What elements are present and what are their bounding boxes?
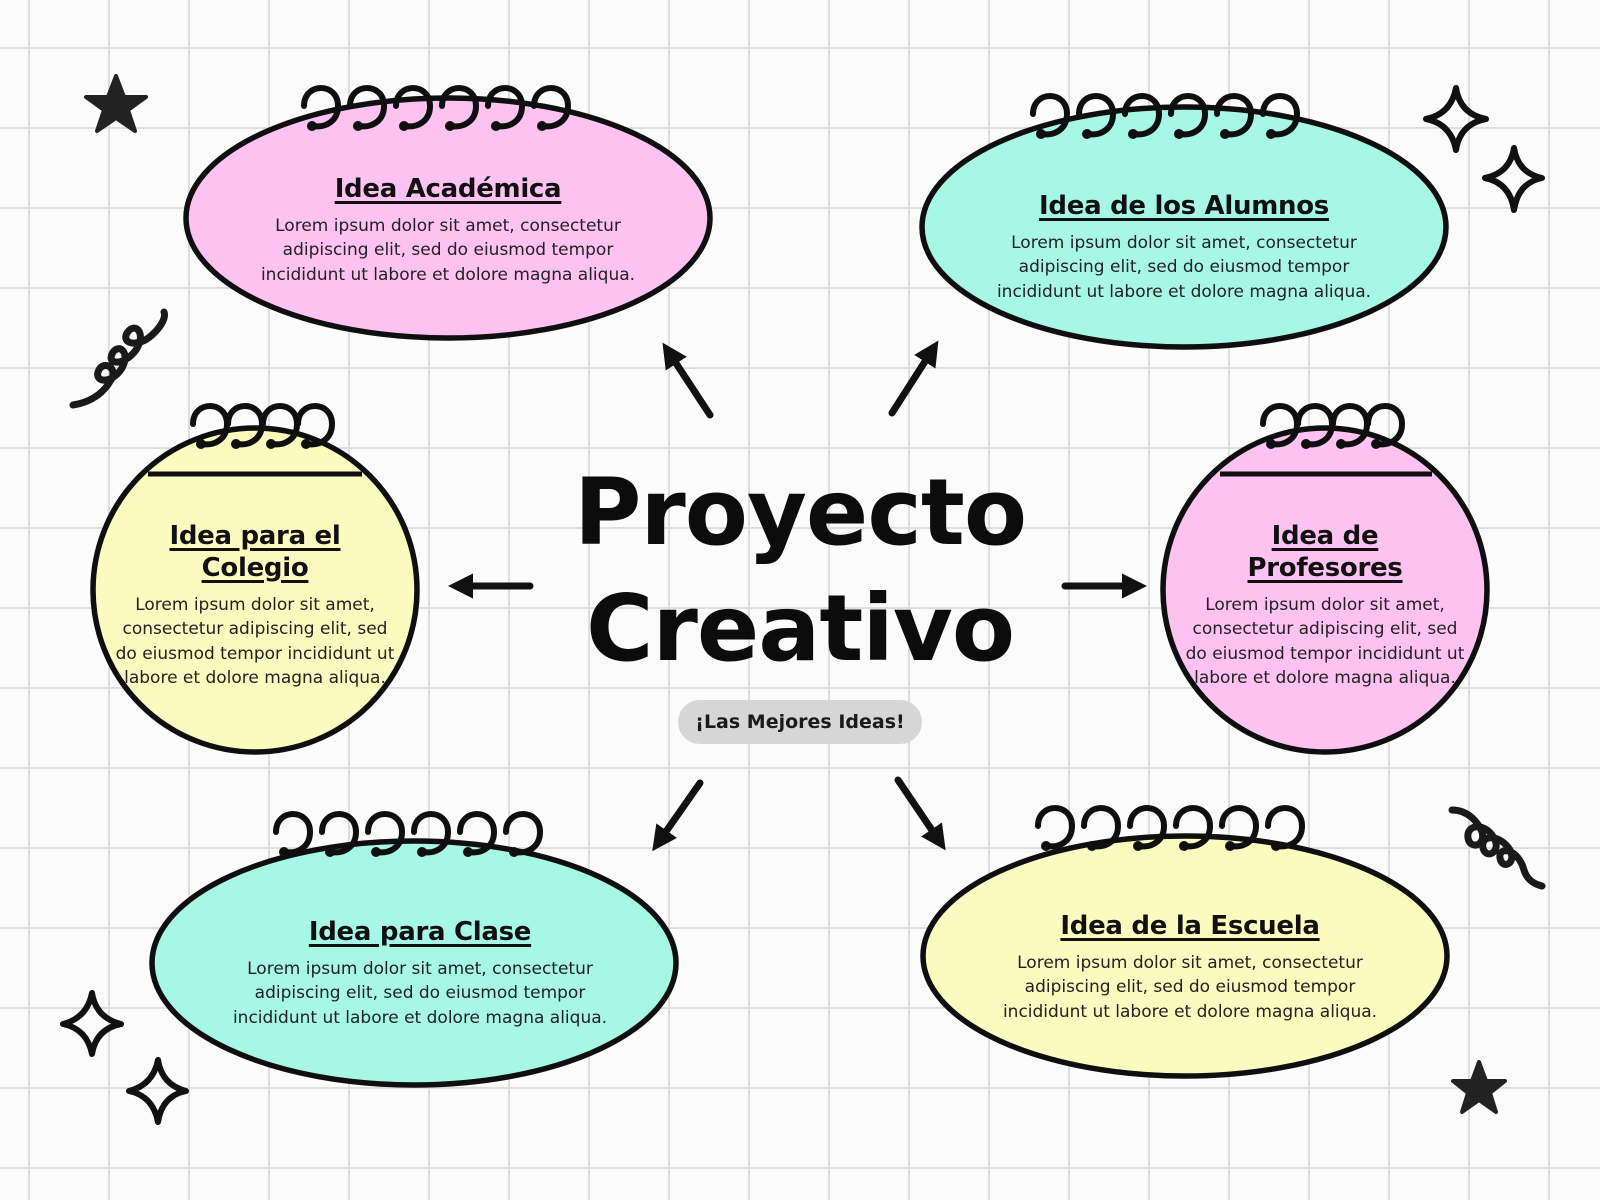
- arrow-to-academica: [662, 342, 714, 419]
- arrow-to-escuela: [894, 776, 946, 851]
- spiral-ring-icon: [485, 85, 526, 130]
- spiral-hole-icon: [1174, 129, 1184, 139]
- spiral-hole-icon: [1133, 841, 1143, 851]
- sparkle-icon: [60, 990, 124, 1057]
- idea-card-profesores: Idea de Profesores Lorem ipsum dolor sit…: [1185, 500, 1465, 710]
- spiral-hole-icon: [491, 121, 501, 131]
- spiral-hole-icon: [1266, 129, 1276, 139]
- idea-card-academica: Idea Académica Lorem ipsum dolor sit ame…: [250, 155, 646, 305]
- idea-text: Lorem ipsum dolor sit amet, consectetur …: [1002, 952, 1378, 1022]
- spiral-hole-icon: [353, 121, 363, 131]
- spiral-hole-icon: [1087, 841, 1097, 851]
- idea-title: Idea para el Colegio: [169, 520, 341, 583]
- spiral-hole-icon: [279, 847, 289, 857]
- idea-bubble-colegio: [90, 425, 420, 755]
- spiral-ring-icon: [1122, 93, 1163, 138]
- spiral-ring-icon: [1260, 93, 1301, 138]
- spiral-ring-icon: [1173, 805, 1214, 850]
- spiral-ring-icon: [531, 85, 572, 130]
- spiral-ring-icon: [1219, 805, 1260, 850]
- spiral-hole-icon: [509, 847, 519, 857]
- idea-card-clase: Idea para Clase Lorem ipsum dolor sit am…: [222, 898, 618, 1048]
- spiral-hole-icon: [1082, 129, 1092, 139]
- spiral-hole-icon: [445, 121, 455, 131]
- spiral-ring-icon: [439, 85, 480, 130]
- spiral-hole-icon: [1041, 841, 1051, 851]
- spiral-hole-icon: [1179, 841, 1189, 851]
- spiral-ring-icon: [1168, 93, 1209, 138]
- spiral-hole-icon: [231, 439, 241, 449]
- idea-bubble-profesores: [1160, 425, 1490, 755]
- spiral-ring-icon: [347, 85, 388, 130]
- spiral-hole-icon: [371, 847, 381, 857]
- spiral-hole-icon: [399, 121, 409, 131]
- squiggle-doodle-icon: [69, 308, 168, 409]
- spiral-ring-icon: [273, 811, 314, 856]
- sparkle-icon: [1482, 145, 1545, 213]
- spiral-hole-icon: [1128, 129, 1138, 139]
- spiral-ring-icon: [365, 811, 406, 856]
- spiral-hole-icon: [463, 847, 473, 857]
- central-title-line1: Proyecto: [573, 459, 1027, 566]
- idea-bubble-clase: [149, 838, 679, 1088]
- spiral-hole-icon: [196, 439, 206, 449]
- spiral-ring-icon: [1265, 805, 1306, 850]
- star-doodle-icon: [84, 74, 148, 133]
- spiral-hole-icon: [307, 121, 317, 131]
- spiral-ring-icon: [1127, 805, 1168, 850]
- spiral-hole-icon: [301, 439, 311, 449]
- spiral-ring-icon: [503, 811, 544, 856]
- idea-text: Lorem ipsum dolor sit amet, consectetur …: [1185, 594, 1465, 689]
- spiral-ring-icon: [1035, 805, 1076, 850]
- spiral-hole-icon: [537, 121, 547, 131]
- idea-card-colegio: Idea para el Colegio Lorem ipsum dolor s…: [115, 500, 395, 710]
- spiral-ring-icon: [393, 85, 434, 130]
- spiral-hole-icon: [1336, 439, 1346, 449]
- central-title-line2: Creativo: [585, 575, 1015, 682]
- spiral-hole-icon: [1371, 439, 1381, 449]
- star-doodle-icon: [1451, 1060, 1507, 1114]
- idea-text: Lorem ipsum dolor sit amet, consectetur …: [115, 594, 395, 689]
- idea-title: Idea de los Alumnos: [1039, 190, 1329, 221]
- spiral-ring-icon: [1076, 93, 1117, 138]
- idea-title: Idea de Profesores: [1247, 520, 1403, 583]
- idea-text: Lorem ipsum dolor sit amet, consectetur …: [260, 215, 636, 285]
- spiral-ring-icon: [1030, 93, 1071, 138]
- idea-bubble-alumnos: [919, 104, 1449, 350]
- idea-card-alumnos: Idea de los Alumnos Lorem ipsum dolor si…: [986, 172, 1382, 322]
- spiral-hole-icon: [1220, 129, 1230, 139]
- spiral-ring-icon: [411, 811, 452, 856]
- idea-card-escuela: Idea de la Escuela Lorem ipsum dolor sit…: [992, 892, 1388, 1042]
- spiral-hole-icon: [417, 847, 427, 857]
- spiral-ring-icon: [1214, 93, 1255, 138]
- idea-text: Lorem ipsum dolor sit amet, consectetur …: [996, 232, 1372, 302]
- spiral-hole-icon: [325, 847, 335, 857]
- spiral-ring-icon: [457, 811, 498, 856]
- spiral-hole-icon: [1225, 841, 1235, 851]
- idea-title: Idea para Clase: [308, 916, 532, 947]
- spiral-ring-icon: [1365, 403, 1406, 448]
- central-title: Proyecto Creativo: [540, 455, 1060, 687]
- idea-bubble-academica: [183, 95, 713, 341]
- spiral-hole-icon: [1266, 439, 1276, 449]
- arrow-to-clase: [652, 779, 704, 852]
- idea-title: Idea Académica: [334, 173, 562, 204]
- spiral-ring-icon: [319, 811, 360, 856]
- spiral-hole-icon: [266, 439, 276, 449]
- idea-bubble-escuela: [920, 833, 1450, 1079]
- squiggle-doodle-icon: [1448, 806, 1546, 890]
- spiral-hole-icon: [1301, 439, 1311, 449]
- spiral-ring-icon: [1081, 805, 1122, 850]
- arrow-to-alumnos: [888, 340, 939, 417]
- spiral-ring-icon: [301, 85, 342, 130]
- spiral-ring-icon: [295, 403, 336, 448]
- spiral-hole-icon: [1271, 841, 1281, 851]
- sparkle-icon: [126, 1057, 189, 1125]
- subtitle-badge: ¡Las Mejores Ideas!: [678, 700, 922, 744]
- idea-text: Lorem ipsum dolor sit amet, consectetur …: [232, 958, 608, 1028]
- spiral-hole-icon: [1036, 129, 1046, 139]
- sparkle-icon: [1423, 85, 1489, 153]
- idea-title: Idea de la Escuela: [1060, 910, 1320, 941]
